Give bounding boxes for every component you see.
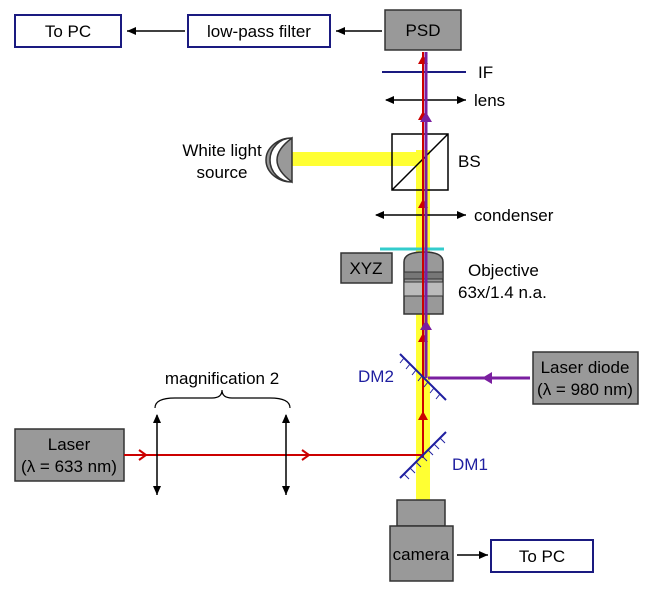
- white-light-label-1: White light: [182, 141, 262, 160]
- xyz-stage-box: XYZ: [340, 252, 393, 284]
- purple-beam-arrows: [420, 112, 432, 330]
- laser-diode-box: Laser diode (λ = 980 nm): [532, 351, 639, 405]
- lowpass-filter-label: low-pass filter: [207, 22, 311, 41]
- white-light-source-shell: [276, 136, 293, 184]
- bs-label: BS: [458, 152, 481, 171]
- lens-label: lens: [474, 91, 505, 110]
- laser-box: Laser (λ = 633 nm): [14, 428, 125, 482]
- camera-label: camera: [393, 545, 450, 564]
- to-pc-box-top: To PC: [14, 14, 122, 48]
- white-light-label-2: source: [196, 163, 247, 182]
- diode-label-2: (λ = 980 nm): [537, 380, 633, 399]
- lowpass-filter-box: low-pass filter: [187, 14, 331, 48]
- condenser-label: condenser: [474, 206, 554, 225]
- magnification-brace: [154, 389, 291, 409]
- white-light-beam-horizontal: [292, 152, 422, 166]
- dichroic-mirror-dm1: [399, 431, 447, 480]
- diode-label-1: Laser diode: [541, 358, 630, 377]
- to-pc-top-label: To PC: [45, 22, 91, 41]
- camera-box: camera: [389, 499, 454, 582]
- psd-label: PSD: [406, 21, 441, 40]
- to-pc-box-bottom: To PC: [490, 539, 594, 573]
- red-beam-arrows-h: [138, 449, 311, 461]
- dm1-label: DM1: [452, 455, 488, 474]
- laser-label-2: (λ = 633 nm): [21, 457, 117, 476]
- beam-splitter: [391, 133, 449, 191]
- dm2-label: DM2: [358, 367, 394, 386]
- magnification-label: magnification 2: [165, 369, 279, 388]
- to-pc-bottom-label: To PC: [519, 547, 565, 566]
- objective-label-1: Objective: [468, 261, 539, 280]
- xyz-label: XYZ: [349, 259, 382, 278]
- objective-label-2: 63x/1.4 n.a.: [458, 283, 547, 302]
- purple-beam-arrow-h: [482, 372, 492, 384]
- dichroic-mirror-dm2: [399, 353, 447, 401]
- psd-box: PSD: [384, 9, 462, 51]
- laser-label-1: Laser: [48, 435, 91, 454]
- if-label: IF: [478, 63, 493, 82]
